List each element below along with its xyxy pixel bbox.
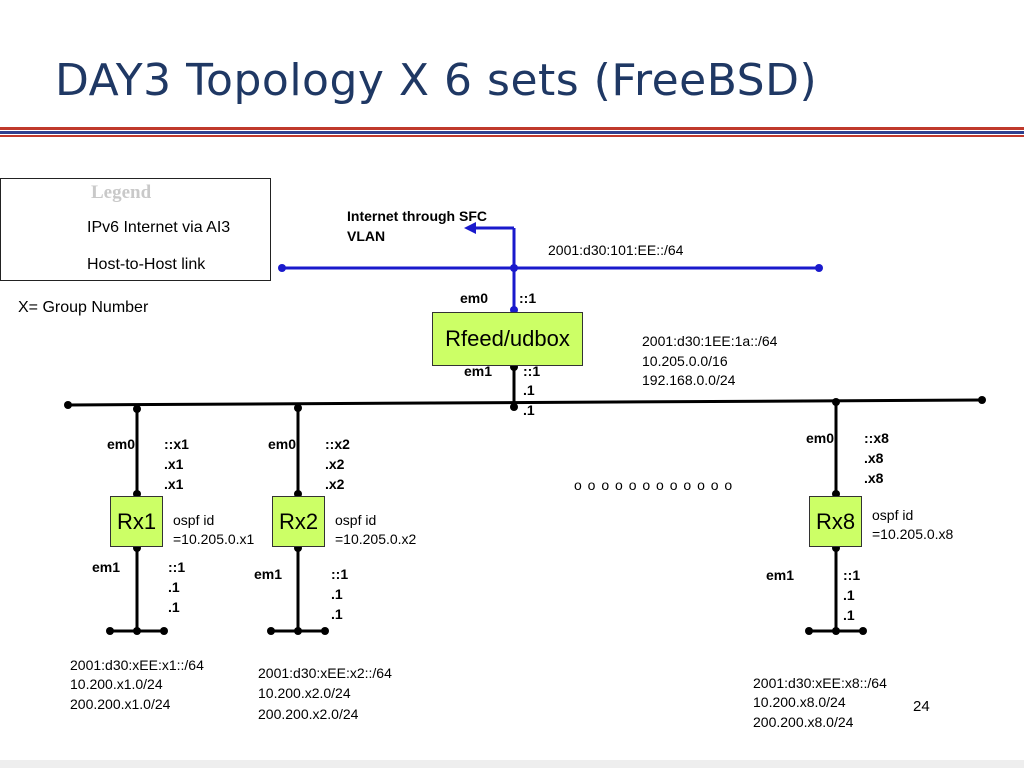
rfeed-em0-address: ::1 xyxy=(519,290,537,306)
rx1-lan-dot-mid xyxy=(133,627,141,635)
rx1-ospf-id: =10.205.0.x1 xyxy=(173,531,255,547)
rfeed-em1-v6: ::1 xyxy=(523,363,541,379)
more-routers-ellipsis: o o o o o o o o o o o o xyxy=(574,477,734,493)
host-backbone-dot-right xyxy=(978,396,986,404)
rx1-dn-v4b: .1 xyxy=(168,599,180,615)
rx2-em0-label: em0 xyxy=(268,436,297,452)
rfeed-em1-v4b: .1 xyxy=(523,402,535,418)
internet-arrow-head xyxy=(464,222,476,234)
rx1-lan-dot-right xyxy=(160,627,168,635)
ipv6-backbone-dot-left xyxy=(278,264,286,272)
rx2-net-v6: 2001:d30:xEE:x2::/64 xyxy=(258,665,392,681)
rx1-ospf-label: ospf id xyxy=(173,512,215,528)
rx1-em1-label: em1 xyxy=(92,559,121,575)
rfeed-em1-v4a: .1 xyxy=(523,382,535,398)
rx8-em0-label: em0 xyxy=(806,430,835,446)
rx2-dn-v4b: .1 xyxy=(331,606,343,622)
rx2-lan-dot-right xyxy=(321,627,329,635)
legend-box: Legend xyxy=(0,178,271,281)
rx1-up-v4a: .x1 xyxy=(164,456,184,472)
legend-host-label: Host-to-Host link xyxy=(87,256,206,273)
legend-title: Legend xyxy=(91,182,152,203)
rx1-net-v4a: 10.200.x1.0/24 xyxy=(70,676,163,692)
rx2-up-v4a: .x2 xyxy=(325,456,345,472)
rx8-dn-v4b: .1 xyxy=(843,607,855,623)
rfeed-em1-label: em1 xyxy=(464,363,493,379)
rx2-net-v4b: 200.200.x2.0/24 xyxy=(258,706,359,722)
rx8-router-name: Rx8 xyxy=(815,508,856,534)
rx1-net-v6: 2001:d30:xEE:x1::/64 xyxy=(70,657,204,673)
internet-label-line1: Internet through SFC xyxy=(347,208,487,224)
header-rule-red-thin xyxy=(0,135,1024,137)
host-backbone-line xyxy=(67,398,983,407)
rfeed-backbone-dot xyxy=(510,403,518,411)
rx1-router-name: Rx1 xyxy=(116,508,157,534)
rfeed-net-v6: 2001:d30:1EE:1a::/64 xyxy=(642,333,778,349)
rx2-lan-dot-mid xyxy=(294,627,302,635)
rx1-lan-dot-left xyxy=(106,627,114,635)
legend-ipv6-label: IPv6 Internet via AI3 xyxy=(87,219,231,236)
rx8-dn-v6: ::1 xyxy=(843,567,861,583)
ipv6-backbone-prefix: 2001:d30:101:EE::/64 xyxy=(548,242,684,258)
rx8-dn-v4a: .1 xyxy=(843,587,855,603)
rx8-lan-dot-mid xyxy=(832,627,840,635)
rx8-router-box: Rx8 xyxy=(809,496,862,547)
rx1-em0-label: em0 xyxy=(107,436,136,452)
page-number: 24 xyxy=(913,698,930,715)
rx1-up-v6: ::x1 xyxy=(164,436,189,452)
rx2-router-box: Rx2 xyxy=(272,496,325,547)
ipv6-backbone-dot-right xyxy=(815,264,823,272)
rx2-up-v6: ::x2 xyxy=(325,436,350,452)
rx2-backbone-dot xyxy=(294,404,302,412)
rx2-em1-label: em1 xyxy=(254,566,283,582)
rx2-dn-v4a: .1 xyxy=(331,586,343,602)
slide-title: DAY3 Topology X 6 sets (FreeBSD) xyxy=(55,55,818,106)
rx8-lan-dot-left xyxy=(805,627,813,635)
rx8-up-v6: ::x8 xyxy=(864,430,889,446)
rx2-ospf-label: ospf id xyxy=(335,512,377,528)
rx8-up-v4a: .x8 xyxy=(864,450,884,466)
rx1-router-box: Rx1 xyxy=(110,496,163,547)
rx2-lan-dot-left xyxy=(267,627,275,635)
header-rule-blue xyxy=(0,131,1024,134)
rx8-em1-label: em1 xyxy=(766,567,795,583)
rx8-net-v4a: 10.200.x8.0/24 xyxy=(753,694,846,710)
rx1-dn-v4a: .1 xyxy=(168,579,180,595)
rx8-lan-dot-right xyxy=(859,627,867,635)
rx2-net-v4a: 10.200.x2.0/24 xyxy=(258,685,351,701)
rx8-ospf-label: ospf id xyxy=(872,507,914,523)
internet-label-line2: VLAN xyxy=(347,228,386,244)
rx2-router-name: Rx2 xyxy=(278,508,319,534)
rx2-dn-v6: ::1 xyxy=(331,566,349,582)
rx8-backbone-dot xyxy=(832,398,840,406)
rx2-up-v4b: .x2 xyxy=(325,476,345,492)
host-backbone-dot-left xyxy=(64,401,72,409)
rfeed-net-v4a: 10.205.0.0/16 xyxy=(642,353,728,369)
rfeed-router-box: Rfeed/udbox xyxy=(432,312,583,366)
footer-bar xyxy=(0,760,1024,768)
rfeed-em0-label: em0 xyxy=(460,290,489,306)
rx8-ospf-id: =10.205.0.x8 xyxy=(872,526,954,542)
rfeed-uplink-dot xyxy=(510,264,518,272)
rx8-net-v4b: 200.200.x8.0/24 xyxy=(753,714,854,730)
header-rule-red xyxy=(0,127,1024,130)
rx2-ospf-id: =10.205.0.x2 xyxy=(335,531,417,547)
rx1-net-v4b: 200.200.x1.0/24 xyxy=(70,696,171,712)
rx8-net-v6: 2001:d30:xEE:x8::/64 xyxy=(753,675,887,691)
rx8-up-v4b: .x8 xyxy=(864,470,884,486)
rx1-up-v4b: .x1 xyxy=(164,476,184,492)
rx1-dn-v6: ::1 xyxy=(168,559,186,575)
rfeed-net-v4b: 192.168.0.0/24 xyxy=(642,372,736,388)
rfeed-router-name: Rfeed/udbox xyxy=(445,326,570,351)
group-number-note: X= Group Number xyxy=(18,299,149,316)
rx1-backbone-dot xyxy=(133,405,141,413)
